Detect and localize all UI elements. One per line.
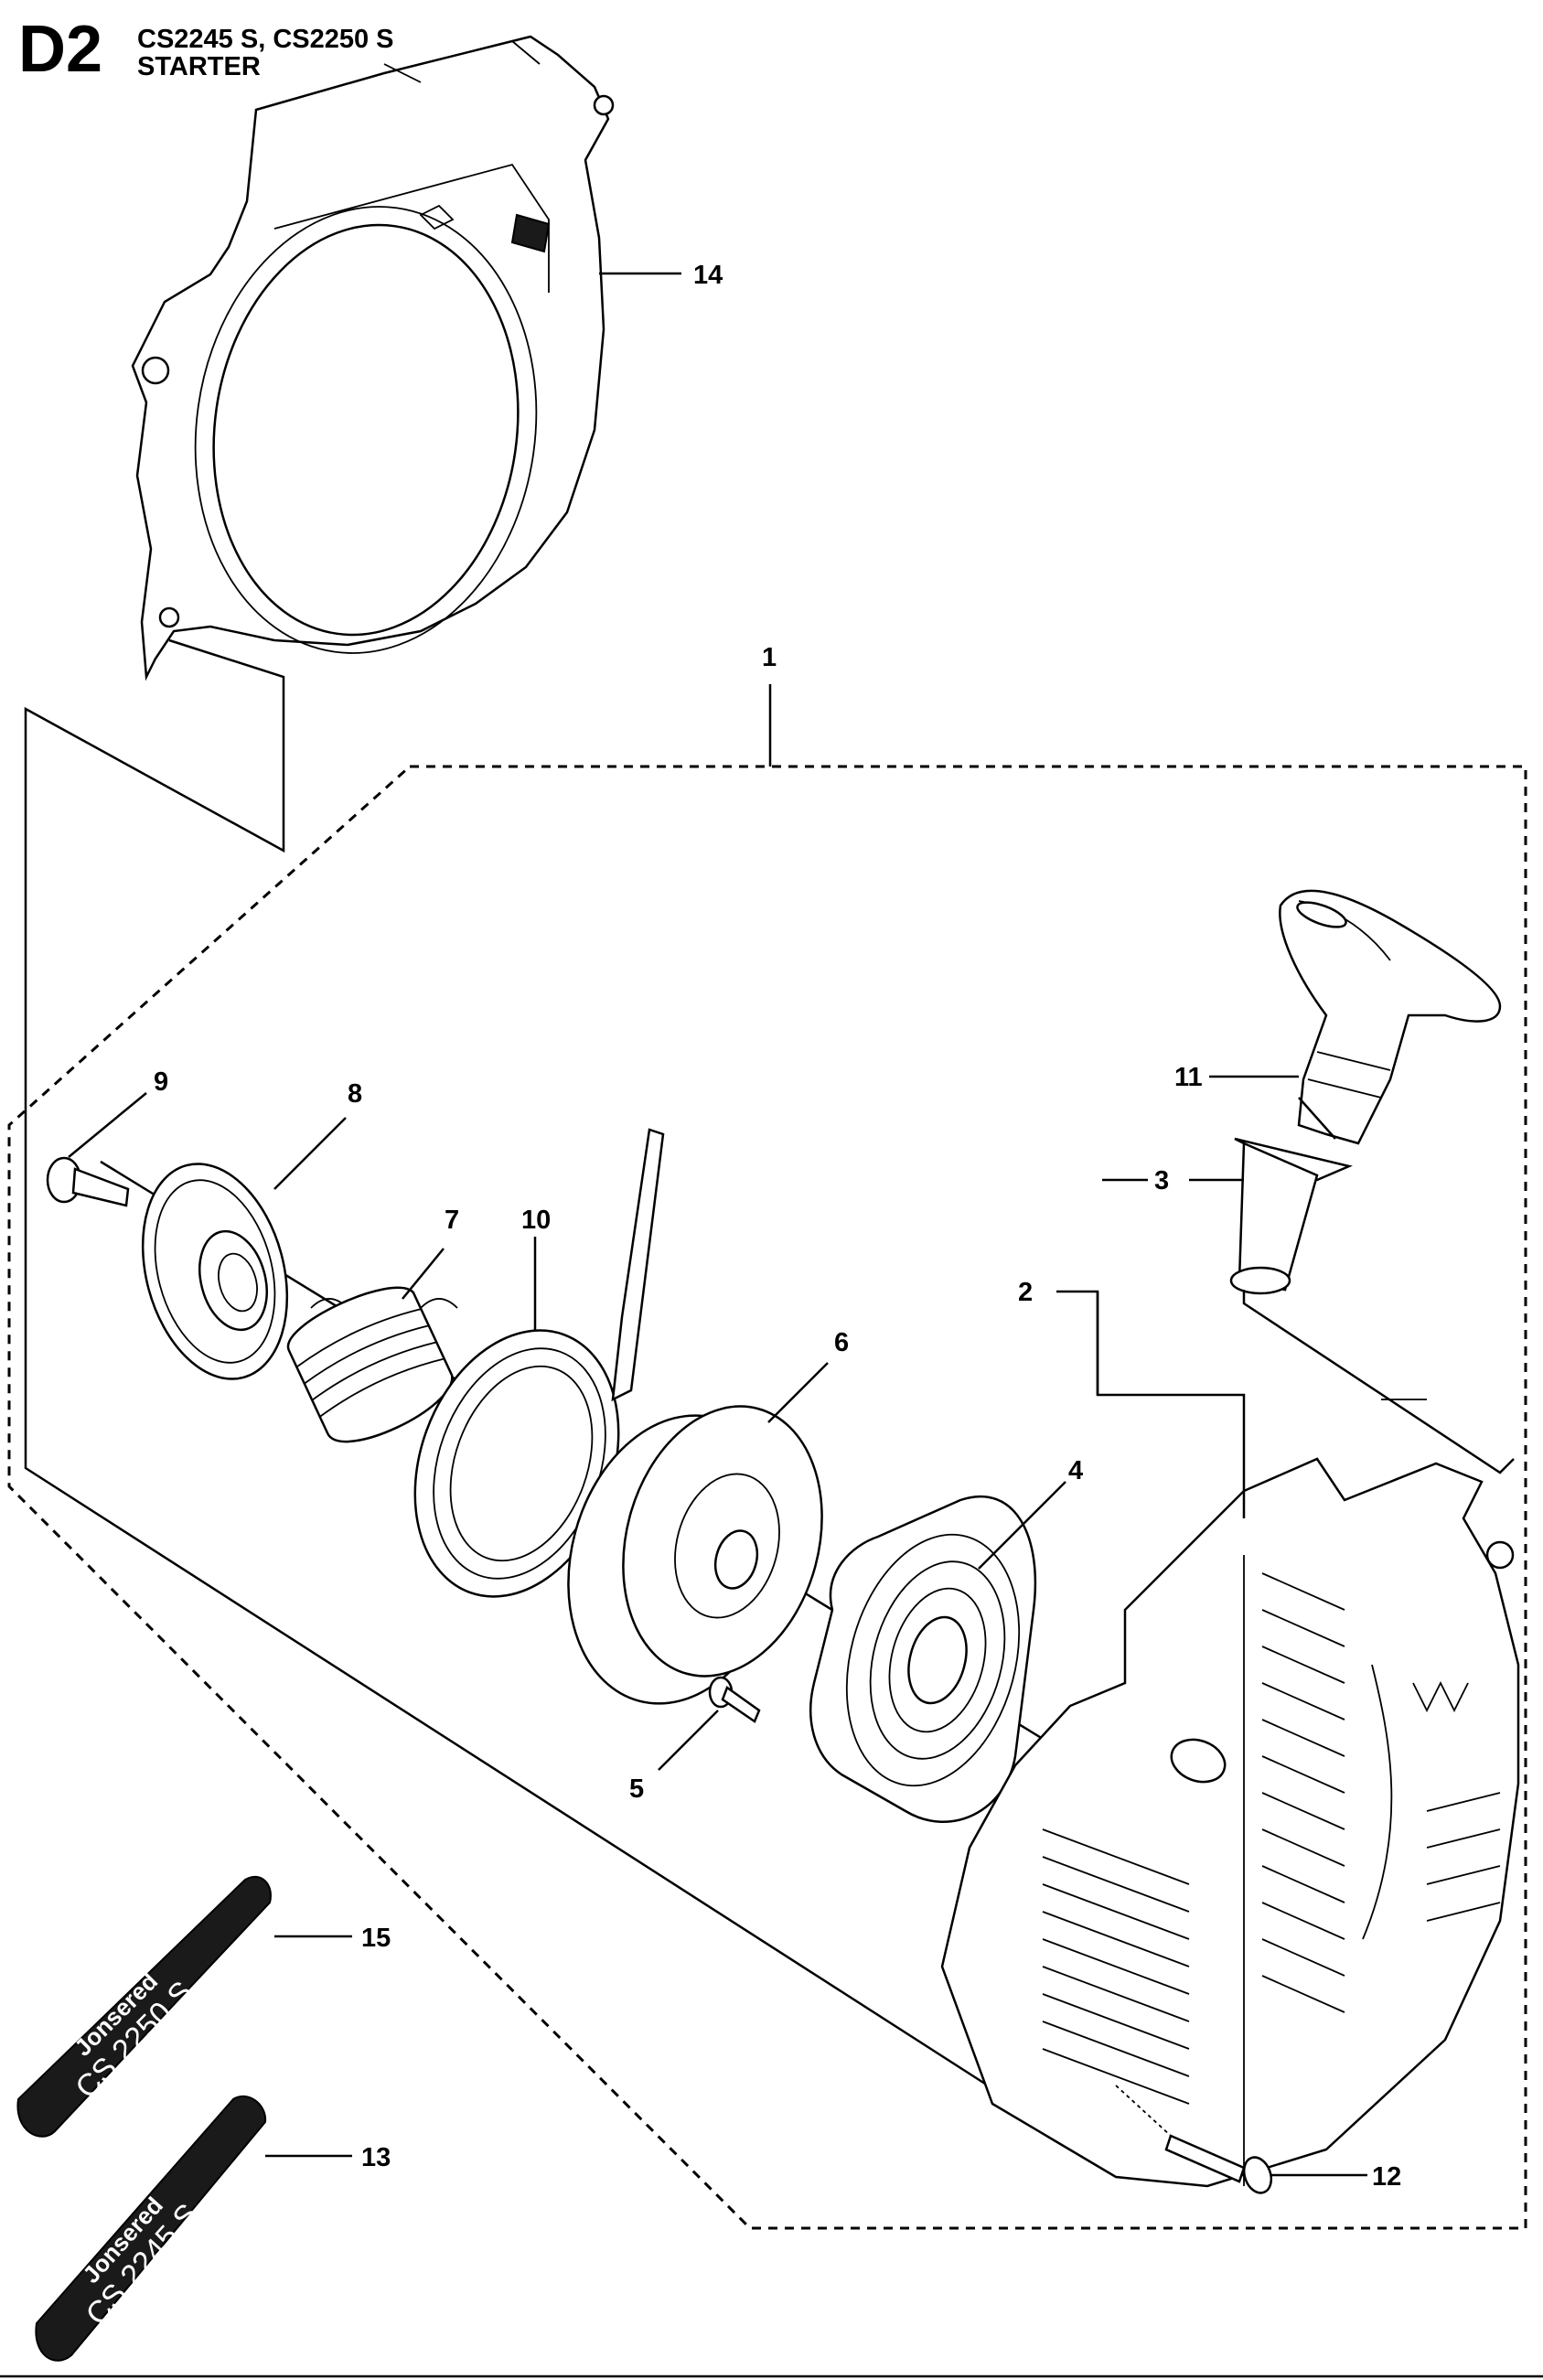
part-4-spring-cassette [809,1495,1037,1823]
part-11-starter-handle [1279,889,1502,1145]
part-3-rope-guide [1229,1137,1353,1295]
callout-14: 14 [693,261,723,290]
cover-alignment-lines [24,638,989,2087]
part-2-starter-housing [940,1399,1520,2188]
part-5-screw [708,1676,761,1723]
part-13-decal-cs2245s: Jonsered CS 2245 S [35,2095,267,2362]
part-6-rope-pulley [567,1405,823,1705]
part-9-screw [46,1156,130,1207]
leader-2 [1056,1290,1246,1518]
part-12-housing-screw [1164,2134,1273,2194]
callout-10: 10 [521,1206,551,1235]
rope-guide-alignment-line [1242,1290,1515,1474]
handle-rope-line [1298,1097,1336,1140]
callout-9: 9 [154,1067,168,1097]
part-7-coil-spring [286,1286,458,1443]
housing-grill-slats [1042,1572,1501,2105]
leader-9 [68,1092,147,1158]
model-list: CS2245 S, CS2250 S [137,25,394,54]
leader-6 [767,1362,829,1423]
leader-5 [658,1710,719,1771]
callout-3: 3 [1154,1166,1169,1195]
part-8-pulley-flange [141,1163,289,1380]
callout-13: 13 [361,2143,391,2172]
callout-7: 7 [445,1206,459,1235]
leader-8 [273,1117,347,1190]
screw-12-path [1115,2085,1172,2137]
leader-4 [978,1481,1066,1570]
section-code: D2 [18,13,103,86]
part-15-decal-cs2250s: Jonsered CS 2250 S [16,1875,272,2138]
callout-4: 4 [1068,1456,1083,1485]
callout-5: 5 [629,1774,644,1804]
leader-7 [402,1248,445,1300]
callout-12: 12 [1372,2162,1401,2192]
callout-15: 15 [361,1924,391,1953]
callout-1: 1 [762,643,777,672]
part-14-fan-housing [131,35,615,681]
callout-8: 8 [348,1079,362,1109]
assembly-1-boundary [7,765,1527,2230]
section-title: STARTER [137,52,261,81]
callout-6: 6 [834,1328,849,1357]
callout-11: 11 [1174,1063,1203,1092]
callout-2: 2 [1018,1278,1033,1307]
